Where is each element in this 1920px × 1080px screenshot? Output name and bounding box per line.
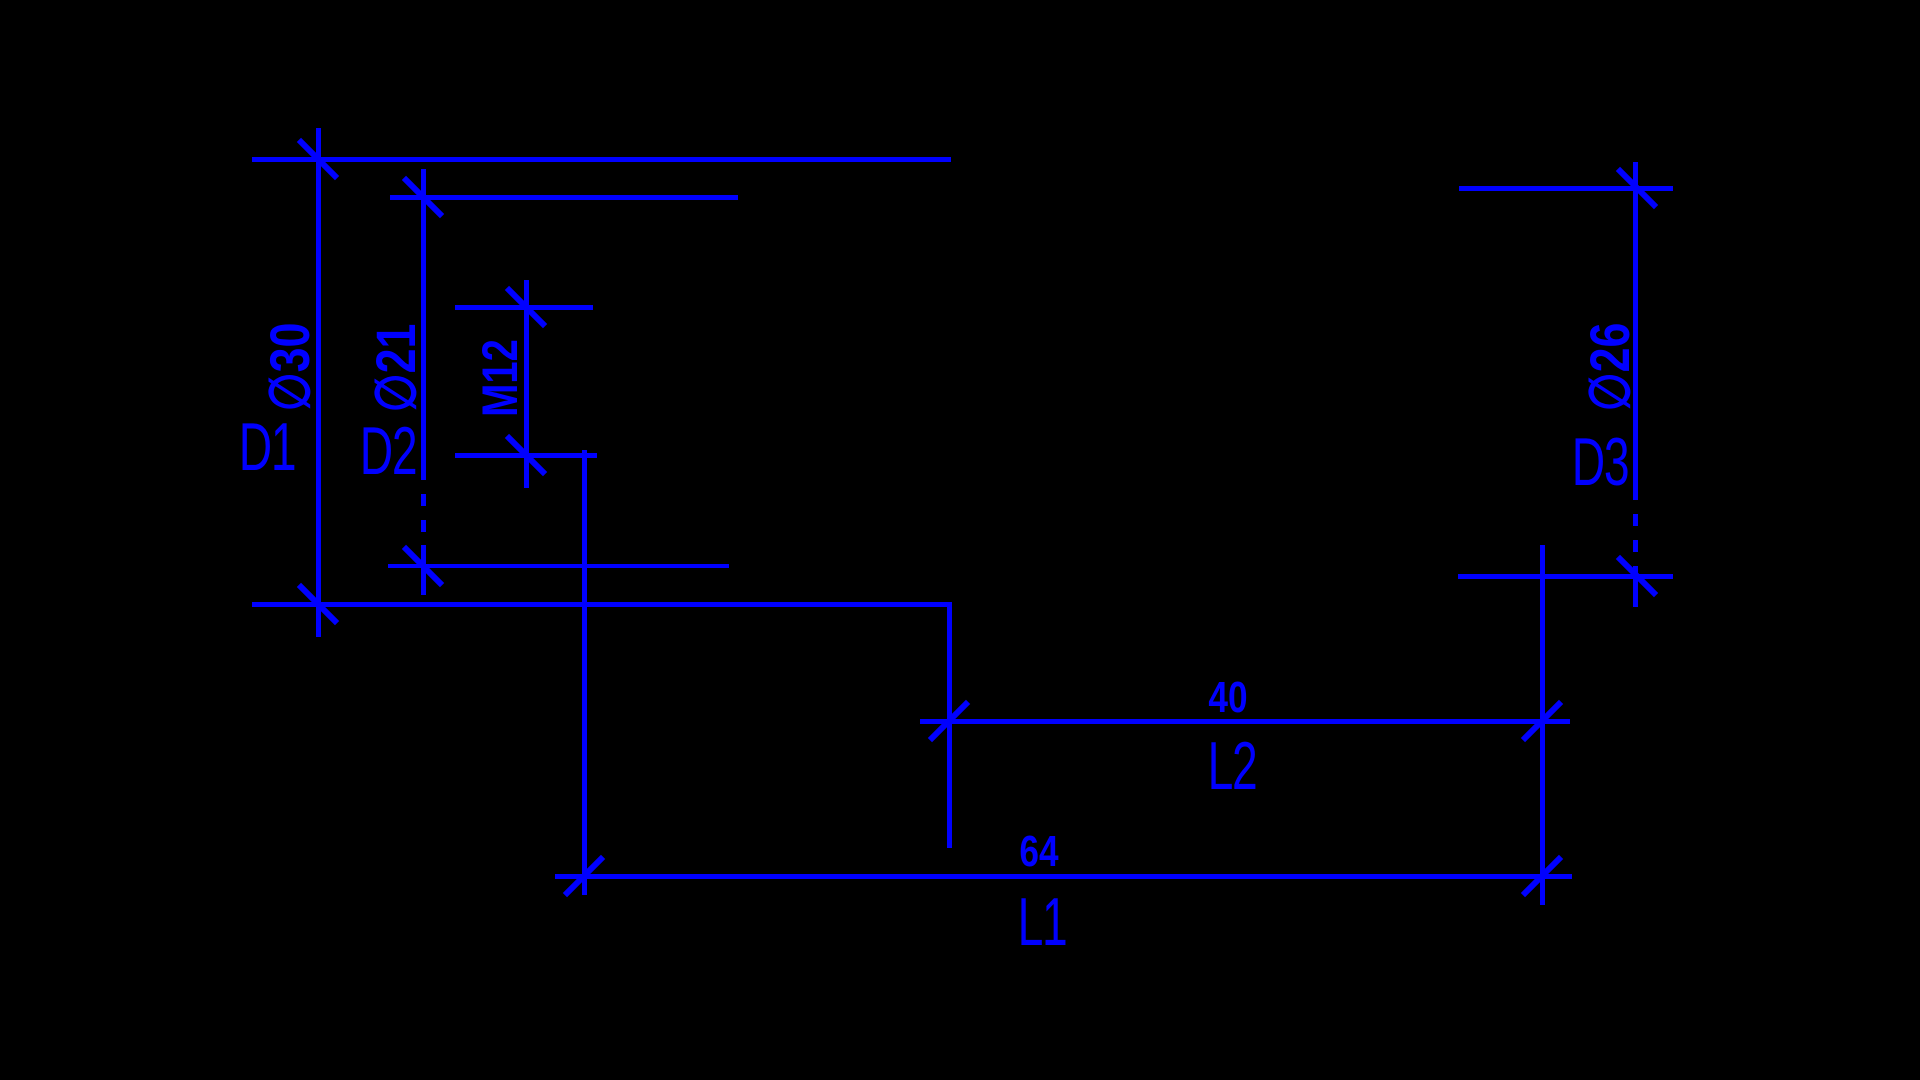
d2-bottom-extension-line bbox=[388, 564, 729, 568]
d1-name-label: D1 bbox=[238, 409, 297, 485]
d2-dimension-line-upper bbox=[421, 169, 426, 468]
l1-name-label: L1 bbox=[1017, 884, 1068, 960]
d2-top-extension-line bbox=[390, 195, 738, 200]
d3-top-extension-line bbox=[1459, 186, 1673, 191]
d1-top-extension-line bbox=[252, 157, 951, 162]
d2-dimension-line-dashed bbox=[421, 468, 426, 545]
d3-dimension-line-upper bbox=[1633, 162, 1638, 488]
l2-dimension-line bbox=[920, 719, 1570, 724]
d2-value-label: ∅21 bbox=[364, 323, 427, 413]
d1-value-label: ∅30 bbox=[258, 322, 321, 412]
m12-value-label: M12 bbox=[472, 339, 528, 417]
right-extension-line bbox=[1540, 545, 1545, 905]
d2-name-label: D2 bbox=[359, 413, 418, 489]
d3-value-label: ∅26 bbox=[1578, 322, 1641, 412]
l2-left-extension-line bbox=[947, 602, 952, 848]
l2-name-label: L2 bbox=[1207, 728, 1258, 804]
d1-dimension-line bbox=[316, 128, 321, 637]
m12-dimension-line bbox=[524, 280, 529, 488]
d1-bottom-extension-line bbox=[252, 602, 952, 607]
l2-value-label: 40 bbox=[1208, 673, 1248, 722]
l1-value-label: 64 bbox=[1019, 827, 1059, 876]
d3-dimension-line-dashed bbox=[1633, 488, 1638, 568]
d3-name-label: D3 bbox=[1571, 424, 1630, 500]
l1-dimension-line bbox=[555, 874, 1572, 879]
d3-dimension-line-lower bbox=[1633, 568, 1638, 607]
d3-bottom-extension-line bbox=[1458, 574, 1673, 579]
l1-left-extension-line bbox=[582, 450, 587, 895]
